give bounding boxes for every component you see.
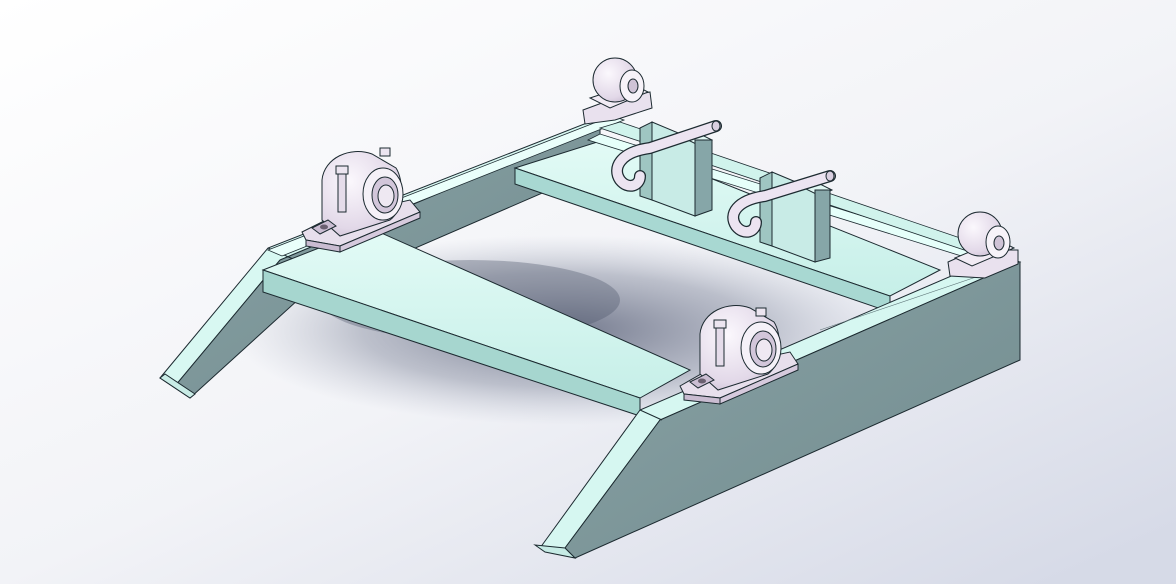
hook-bracket-left[interactable] (611, 120, 722, 217)
hook-bracket-right[interactable] (727, 170, 836, 263)
roller-support-rear-left[interactable] (582, 57, 653, 125)
roller-support-rear-right[interactable] (947, 211, 1019, 279)
pillow-block-bearing-front[interactable] (679, 305, 799, 405)
right-rail[interactable] (533, 254, 1022, 559)
pillow-block-bearing-left[interactable] (301, 147, 421, 253)
